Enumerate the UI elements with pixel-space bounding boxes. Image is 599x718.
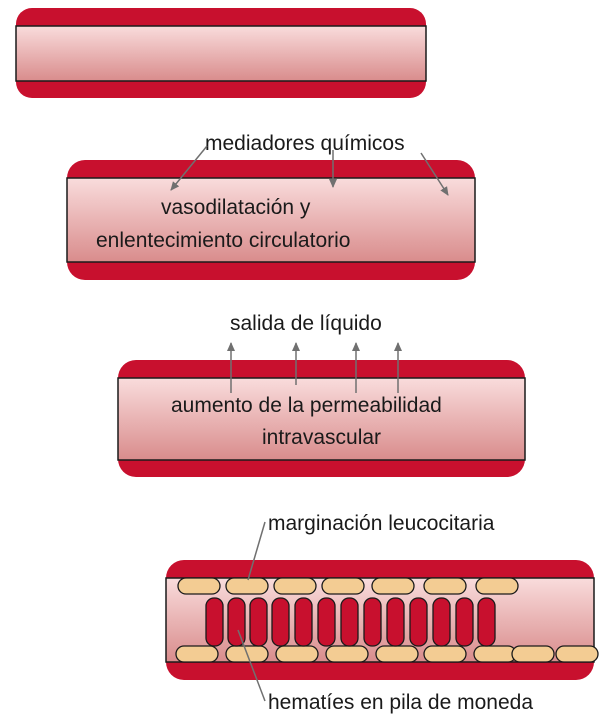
- red-blood-cell: [205, 597, 224, 647]
- leukocyte: [273, 577, 317, 595]
- leukocyte: [175, 645, 219, 663]
- red-blood-cell: [271, 597, 290, 647]
- mediators-label: mediadores químicos: [205, 132, 405, 155]
- leukocyte: [325, 645, 369, 663]
- leukocyte: [375, 645, 419, 663]
- vasodilation-label-line2: enlentecimiento circulatorio: [96, 229, 350, 252]
- vessel-margination: [165, 560, 599, 680]
- red-blood-cell: [409, 597, 428, 647]
- red-blood-cell: [294, 597, 313, 647]
- permeability-label-line2: intravascular: [262, 426, 381, 449]
- vessel-vasodilation: vasodilatación y enlentecimiento circula…: [66, 160, 476, 280]
- leukocyte: [473, 645, 517, 663]
- leukocyte: [423, 577, 467, 595]
- leukocyte: [475, 577, 519, 595]
- vessel-lumen: [117, 377, 526, 461]
- red-blood-cell: [386, 597, 405, 647]
- permeability-label-line1: aumento de la permeabilidad: [171, 394, 442, 417]
- leukocyte: [423, 645, 467, 663]
- leukocyte: [321, 577, 365, 595]
- leukocyte: [225, 577, 269, 595]
- mediator-arrow-left: [170, 145, 208, 191]
- vasodilation-label-line1: vasodilatación y: [161, 196, 311, 219]
- red-blood-cell: [477, 597, 496, 647]
- red-blood-cell: [317, 597, 336, 647]
- vessel-lumen: [15, 25, 427, 82]
- margination-pointer: [247, 521, 266, 581]
- vessel-lumen: [66, 177, 476, 263]
- red-blood-cell: [432, 597, 451, 647]
- leukocyte: [275, 645, 319, 663]
- leukocyte: [555, 645, 599, 663]
- leukocyte: [371, 577, 415, 595]
- red-blood-cell: [340, 597, 359, 647]
- red-blood-cell: [227, 597, 246, 647]
- mediator-arrow-right: [420, 152, 449, 196]
- rouleaux-label: hematíes en pila de moneda: [268, 691, 533, 714]
- vessel-permeability: aumento de la permeabilidad intravascula…: [117, 360, 526, 477]
- blood-cells: [175, 577, 599, 663]
- rouleaux-pointer: [237, 629, 266, 702]
- vessel-normal: [15, 8, 427, 98]
- red-blood-cell: [249, 597, 268, 647]
- red-blood-cell: [455, 597, 474, 647]
- margination-label: marginación leucocitaria: [268, 512, 495, 535]
- leukocyte: [511, 645, 555, 663]
- fluid-exit-label: salida de líquido: [230, 312, 382, 335]
- leukocyte: [177, 577, 221, 595]
- red-blood-cell: [363, 597, 382, 647]
